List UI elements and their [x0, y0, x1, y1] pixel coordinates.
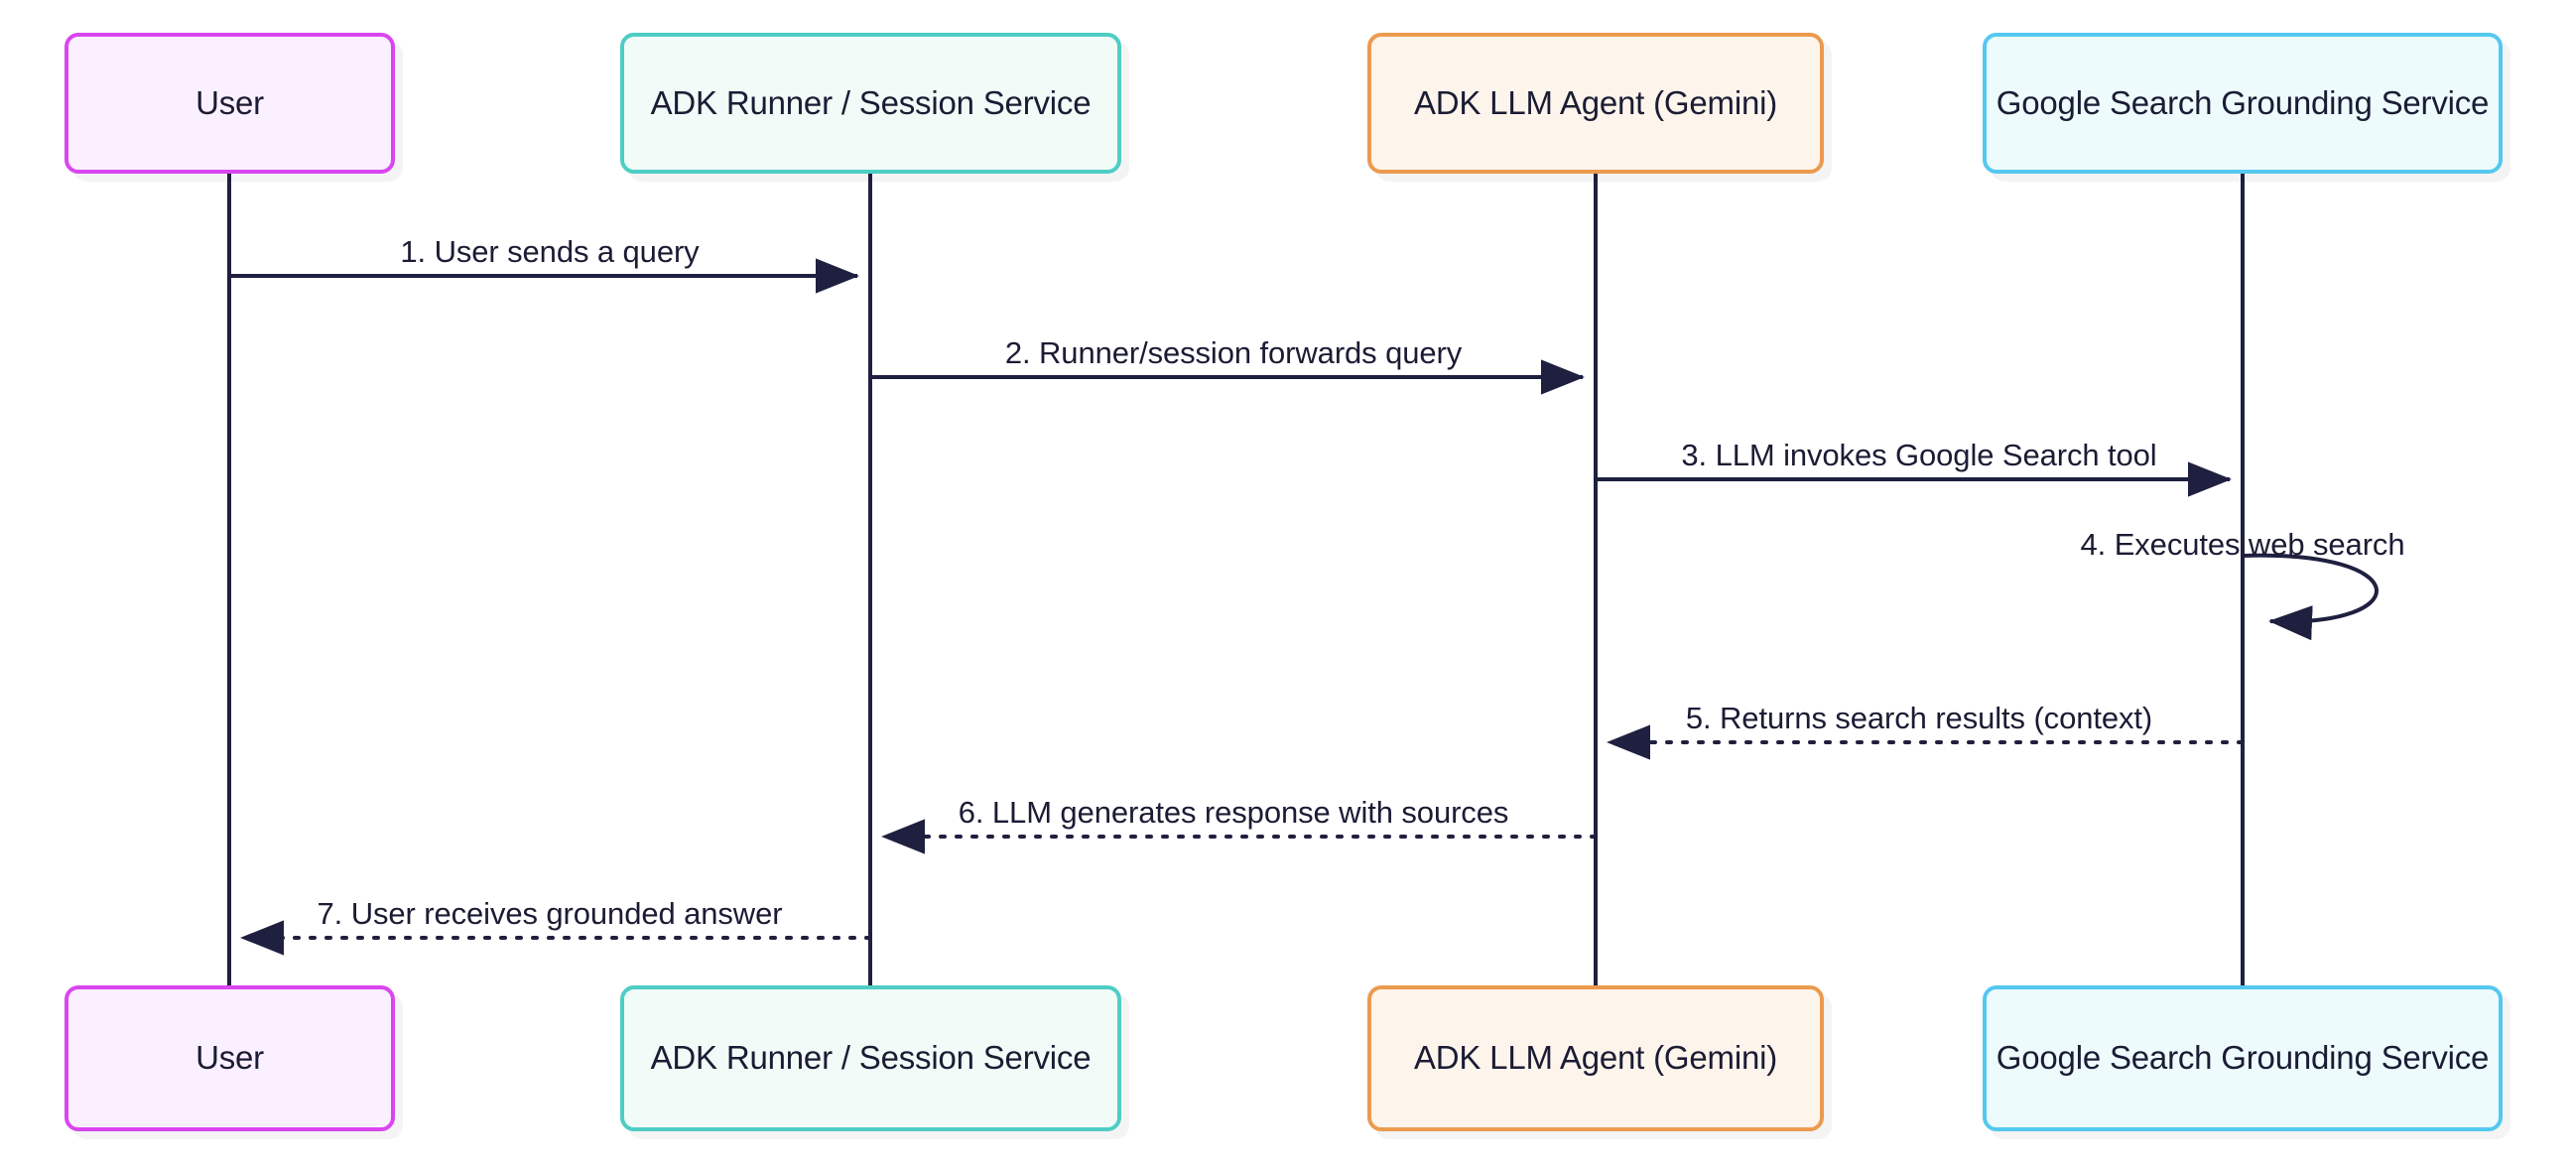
actor-label-runner: ADK Runner / Session Service — [650, 83, 1092, 121]
actor-label-user: User — [195, 83, 264, 121]
message-label-2: 2. Runner/session forwards query — [1004, 335, 1463, 370]
actor-label-runner: ADK Runner / Session Service — [650, 1039, 1092, 1077]
message-label-3: 3. LLM invokes Google Search tool — [1681, 438, 2157, 472]
actor-box-search-bottom[interactable]: Google Search Grounding Service — [1983, 985, 2503, 1131]
actor-box-agent-top[interactable]: ADK LLM Agent (Gemini) — [1367, 33, 1824, 174]
actor-box-runner-top[interactable]: ADK Runner / Session Service — [620, 33, 1121, 174]
actor-box-runner-bottom[interactable]: ADK Runner / Session Service — [620, 985, 1121, 1131]
lifelines-group — [227, 174, 2245, 985]
message-label-1: 1. User sends a query — [400, 234, 700, 269]
actor-box-user-top[interactable]: User — [64, 33, 395, 174]
actor-label-agent: ADK LLM Agent (Gemini) — [1413, 1039, 1778, 1077]
actor-label-agent: ADK LLM Agent (Gemini) — [1413, 83, 1778, 121]
actor-label-search: Google Search Grounding Service — [1996, 1039, 2490, 1077]
message-arrows-group — [229, 258, 2379, 956]
message-label-4: 4. Executes web search — [2080, 527, 2405, 562]
message-label-6: 6. LLM generates response with sources — [958, 795, 1509, 830]
actor-box-agent-bottom[interactable]: ADK LLM Agent (Gemini) — [1367, 985, 1824, 1131]
actor-label-search: Google Search Grounding Service — [1996, 83, 2490, 121]
message-label-5: 5. Returns search results (context) — [1685, 701, 2153, 735]
actor-label-user: User — [195, 1039, 264, 1077]
message-label-7: 7. User receives grounded answer — [317, 896, 783, 931]
message-arrow-4-self-loop — [2242, 553, 2379, 641]
actor-box-user-bottom[interactable]: User — [64, 985, 395, 1131]
actor-box-search-top[interactable]: Google Search Grounding Service — [1983, 33, 2503, 174]
